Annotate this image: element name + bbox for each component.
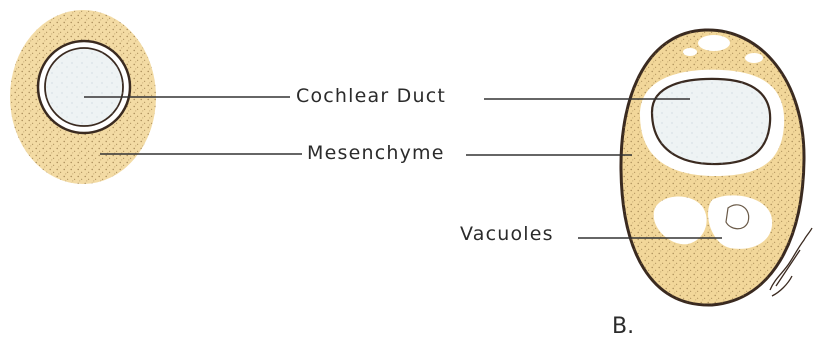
- label-mesenchyme: Mesenchyme: [307, 142, 445, 164]
- vacuole-large-2: [708, 195, 773, 249]
- vacuole-small-2: [683, 48, 697, 56]
- vacuole-small-3: [745, 53, 763, 63]
- label-cochlear-duct: Cochlear Duct: [296, 85, 447, 107]
- section-a: [10, 10, 156, 184]
- artist-signature: [769, 227, 813, 297]
- leader-lines: [84, 96, 722, 239]
- section-b: [619, 28, 813, 307]
- vacuole-large-1: [653, 196, 707, 245]
- label-vacuoles: Vacuoles: [460, 223, 554, 245]
- panel-label-b: B.: [612, 314, 635, 339]
- vacuole-small-1: [698, 35, 730, 51]
